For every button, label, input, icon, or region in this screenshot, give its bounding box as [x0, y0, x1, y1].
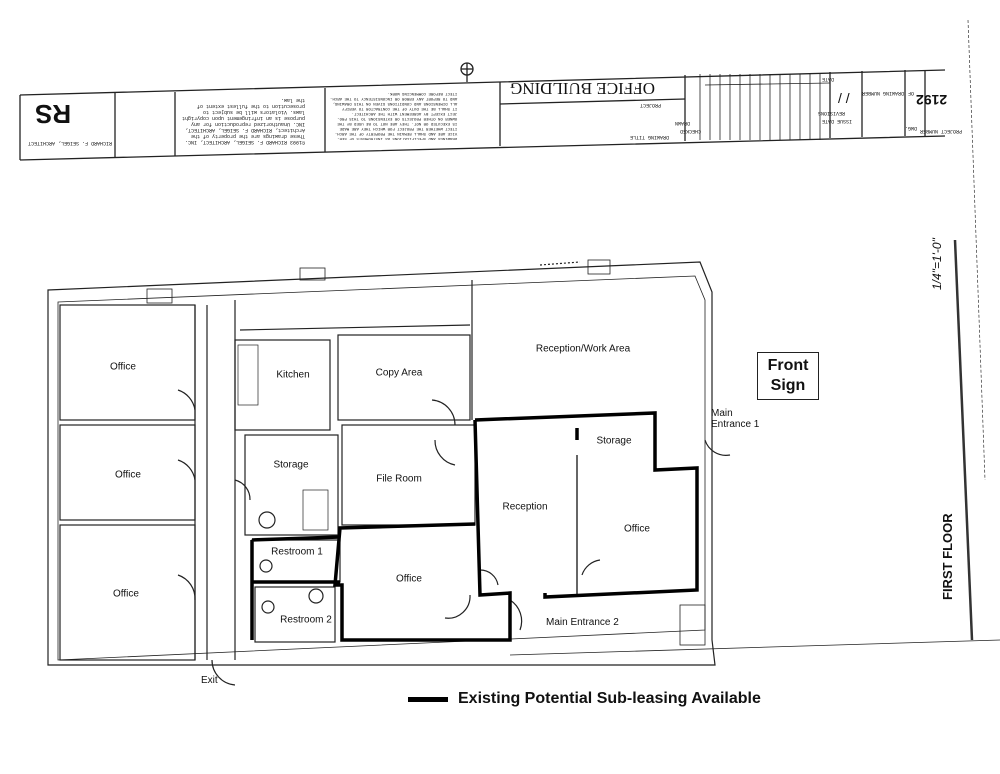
room-reception-work-area: Reception/Work Area — [535, 343, 631, 355]
disclaimer-notice: DRAWINGS AND SPECIFICATIONS AS INSTRUMEN… — [330, 91, 458, 140]
front-sign: Front Sign — [757, 352, 819, 400]
main-entrance-2-label: Main Entrance 2 — [546, 617, 619, 628]
scale-label: 1/4"=1'-0" — [930, 238, 944, 290]
room-restroom-1: Restroom 1 — [271, 546, 323, 558]
drawing-title-label: DRAWING TITLE — [630, 134, 670, 140]
room-restroom-2: Restroom 2 — [280, 614, 332, 626]
right-margin-lines — [953, 19, 986, 641]
drawing-number-label: DRAWING NUMBER — [862, 90, 905, 96]
room-office-right: Office — [624, 523, 650, 535]
issue-date-label: ISSUE DATE — [822, 118, 853, 124]
project-title: OFFICE BUILDING — [510, 79, 655, 98]
issue-date-value: / / — [838, 90, 850, 106]
project-number: 2192 — [916, 92, 948, 108]
building-walls — [47, 259, 1000, 686]
room-copy-area: Copy Area — [375, 367, 423, 379]
drawn-label: DRAWN — [675, 120, 691, 126]
dwg-label: DWG. — [905, 125, 918, 131]
project-number-label: PROJECT NUMBER — [920, 128, 963, 134]
copyright-notice: ©1993 RICHARD F. SEIGEL, ARCHITECT, INC.… — [182, 97, 306, 145]
room-storage-2: Storage — [596, 435, 632, 447]
room-reception: Reception — [502, 501, 548, 513]
subleasing-outline — [250, 411, 699, 642]
room-office-2: Office — [115, 469, 141, 481]
floor-label: FIRST FLOOR — [940, 513, 955, 600]
room-storage-1: Storage — [273, 459, 309, 471]
room-office-3: Office — [113, 588, 139, 600]
main-entrance-1-label: Main Entrance 1 — [711, 408, 760, 430]
exit-label: Exit — [201, 675, 218, 686]
room-file-room: File Room — [376, 473, 422, 485]
revisions-label: REVISIONS — [818, 110, 846, 116]
room-kitchen: Kitchen — [276, 369, 310, 381]
title-block — [19, 62, 946, 161]
room-office-center: Office — [396, 573, 422, 585]
architect-logo: RS — [35, 99, 72, 129]
checked-label: CHECKED — [680, 128, 702, 134]
room-office-1: Office — [110, 361, 136, 373]
date-label: DATE — [822, 76, 835, 82]
project-label: PROJECT — [640, 102, 662, 108]
of-label: OF — [908, 90, 915, 96]
legend-swatch — [408, 697, 448, 702]
architect-name: RICHARD F. SEIGEL, ARCHITECT — [27, 140, 112, 146]
legend-label: Existing Potential Sub-leasing Available — [458, 690, 761, 707]
